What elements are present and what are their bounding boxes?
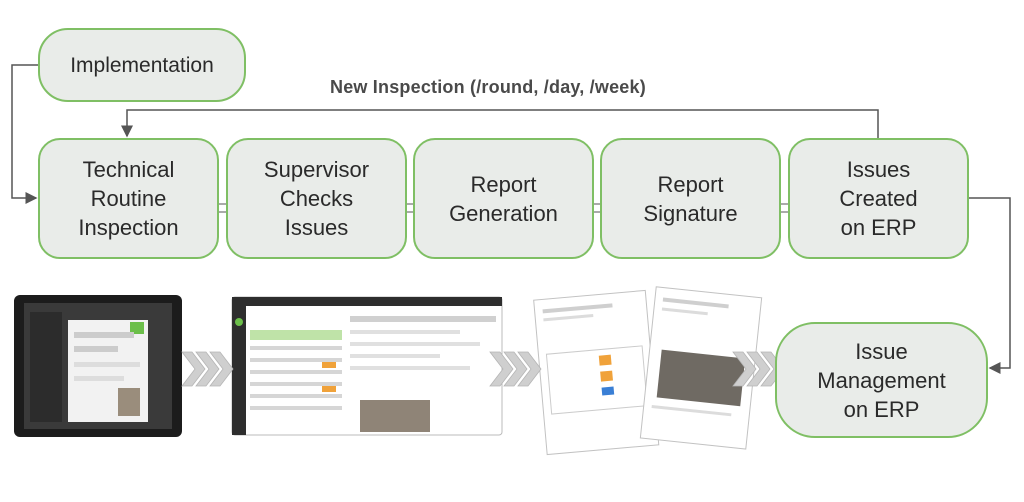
screenshot-chevron-1b bbox=[195, 351, 220, 387]
implementation-connector bbox=[11, 64, 38, 204]
report-generation-node: Report Generation bbox=[413, 138, 594, 259]
generated-report-pages-screenshot bbox=[533, 286, 763, 456]
screenshot-chevron-2b bbox=[503, 351, 528, 387]
step-label: Issues Created on ERP bbox=[839, 157, 918, 240]
step-label: Report Signature bbox=[643, 171, 738, 226]
new-inspection-label: New Inspection (/round, /day, /week) bbox=[330, 77, 646, 97]
step-label: Technical Routine Inspection bbox=[78, 157, 179, 240]
screenshot-chevron-1c bbox=[209, 351, 234, 387]
report-signature-node: Report Signature bbox=[600, 138, 781, 259]
implementation-label: Implementation bbox=[70, 53, 214, 77]
screenshot-chevron-1a bbox=[181, 351, 206, 387]
tablet-inspection-app-screenshot bbox=[14, 295, 182, 437]
issue-management-on-erp-node: Issue Management on ERP bbox=[775, 322, 988, 438]
step-label: Report Generation bbox=[449, 171, 558, 226]
screenshot-chevron-3b bbox=[746, 351, 771, 387]
screenshot-chevron-2a bbox=[489, 351, 514, 387]
issue-management-label: Issue Management on ERP bbox=[817, 338, 946, 422]
step-label: Supervisor Checks Issues bbox=[263, 157, 370, 240]
issues-created-on-erp-node: Issues Created on ERP bbox=[788, 138, 969, 259]
screenshot-chevron-2c bbox=[517, 351, 542, 387]
supervisor-checks-issues-node: Supervisor Checks Issues bbox=[226, 138, 407, 259]
supervisor-web-dashboard-screenshot bbox=[231, 296, 503, 436]
technical-routine-inspection-node: Technical Routine Inspection bbox=[38, 138, 219, 259]
new-inspection-loop-connector bbox=[121, 109, 879, 138]
erp-issues-connector bbox=[969, 197, 1011, 374]
screenshot-chevron-3a bbox=[732, 351, 757, 387]
implementation-node: Implementation bbox=[38, 28, 246, 102]
